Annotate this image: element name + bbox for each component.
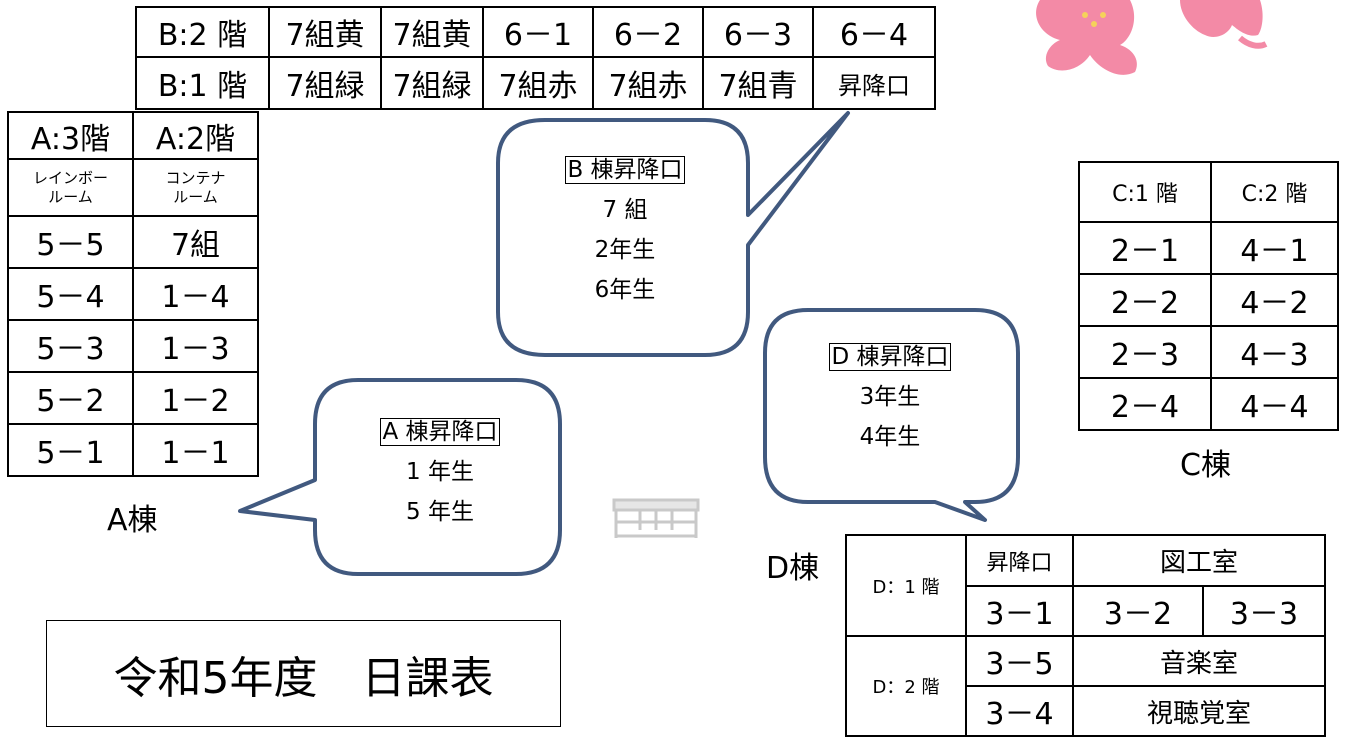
d-floor2-label: D：2 階 [845, 635, 967, 737]
bubble-b-text: B 棟昇降口 7 組 2年生 6年生 [530, 150, 720, 310]
bubble-b-shape [496, 111, 850, 357]
b-cell: 7組緑 [268, 56, 382, 110]
building-c-table: C:1 階 C:2 階 2－1 4－1 2－2 4－2 2－3 4－3 2－4 … [1078, 161, 1339, 431]
c-header-row: C:1 階 C:2 階 [1078, 161, 1339, 223]
c-cell: 4－2 [1210, 273, 1339, 327]
d-cell: 3－3 [1202, 585, 1326, 637]
building-d-label: D棟 [766, 551, 820, 586]
bubble-b-title: B 棟昇降口 [565, 156, 685, 184]
b-floor2-label: B:2 階 [135, 6, 270, 58]
bubble-a-title: A 棟昇降口 [380, 418, 500, 446]
d-floor1-label: D：1 階 [845, 534, 967, 637]
bubble-a-shape [238, 378, 562, 576]
table-row: 3－4 視聴覚室 [846, 685, 1326, 737]
building-d-table: D：1 階 昇降口 図工室 3－1 3－2 3－3 D：2 階 3－5 音楽室 … [845, 534, 1326, 737]
building-a-label: A棟 [107, 503, 158, 538]
table-row: 5－2 1－2 [7, 371, 259, 425]
d-entrance-cell: 昇降口 [965, 534, 1074, 587]
c-cell: 4－1 [1210, 221, 1339, 275]
b-cell: 7組赤 [482, 56, 594, 110]
bubble-d-title: D 棟昇降口 [829, 343, 951, 371]
b-cell: 7組黄 [380, 6, 484, 58]
a-cell: 5－4 [7, 267, 134, 321]
bubble-b-line: 2年生 [594, 237, 656, 263]
table-row: 5－5 7組 [7, 215, 259, 269]
table-row: D：2 階 3－5 音楽室 [845, 635, 1326, 737]
table-row: 2－1 4－1 [1078, 221, 1339, 275]
b-floor1-label: B:1 階 [135, 56, 270, 110]
d-cell: 3－2 [1072, 585, 1204, 637]
bubble-d-shape [763, 308, 1020, 522]
c-cell: 2－2 [1078, 273, 1212, 327]
building-b-table: B:2 階 7組黄 7組黄 6－1 6－2 6－3 6－4 B:1 階 7組緑 … [135, 6, 936, 110]
d-cell: 3－1 [965, 585, 1074, 637]
b-floor1-row: B:1 階 7組緑 7組緑 7組赤 7組赤 7組青 昇降口 [135, 56, 936, 110]
bubble-b-line: 6年生 [594, 277, 656, 303]
b-cell: 7組青 [702, 56, 814, 110]
a-floor3-header: A:3階 [7, 111, 134, 160]
b-floor2-row: B:2 階 7組黄 7組黄 6－1 6－2 6－3 6－4 [135, 6, 936, 58]
building-a-table: A:3階 A:2階 レインボー ルーム コンテナ ルーム 5－5 7組 5－4 … [7, 111, 259, 477]
a-cell: 5－3 [7, 319, 134, 373]
a-cell: 1－2 [132, 371, 259, 425]
table-row: D：1 階 昇降口 図工室 [845, 534, 1326, 637]
a-cell: 5－1 [7, 423, 134, 477]
c-cell: 4－3 [1210, 325, 1339, 379]
container-room-label: コンテナ ルーム [132, 158, 259, 217]
bubble-b-line: 7 組 [602, 197, 648, 223]
a-cell: 5－2 [7, 371, 134, 425]
a-header-row: A:3階 A:2階 [7, 111, 259, 160]
bubble-d-text: D 棟昇降口 3年生 4年生 [795, 337, 985, 457]
c-cell: 2－4 [1078, 377, 1212, 431]
a-cell: 7組 [132, 215, 259, 269]
a-cell: 5－5 [7, 215, 134, 269]
a-floor2-header: A:2階 [132, 111, 259, 160]
bubble-a-text: A 棟昇降口 1 年生 5 年生 [345, 412, 535, 532]
bubble-d-line: 3年生 [859, 384, 921, 410]
a-room-row: レインボー ルーム コンテナ ルーム [7, 158, 259, 217]
table-row: 5－4 1－4 [7, 267, 259, 321]
bubble-a-line: 5 年生 [406, 499, 474, 525]
c-floor1-header: C:1 階 [1078, 161, 1212, 223]
bench-icon [612, 498, 700, 538]
b-cell: 6－1 [482, 6, 594, 58]
table-row: 5－3 1－3 [7, 319, 259, 373]
d-cell: 3－4 [965, 685, 1074, 737]
a-cell: 1－3 [132, 319, 259, 373]
c-cell: 4－4 [1210, 377, 1339, 431]
b-cell: 6－3 [702, 6, 814, 58]
rainbow-room-label: レインボー ルーム [7, 158, 134, 217]
page-title-text: 令和5年度 日課表 [113, 652, 494, 704]
a-cell: 1－1 [132, 423, 259, 477]
table-row: 2－4 4－4 [1078, 377, 1339, 431]
a-cell: 1－4 [132, 267, 259, 321]
b-cell: 7組赤 [592, 56, 704, 110]
cherry-blossom-icon [1036, 0, 1268, 75]
table-row: 3－1 3－2 3－3 [846, 585, 1326, 637]
table-row: 2－2 4－2 [1078, 273, 1339, 327]
b-cell: 6－4 [812, 6, 936, 58]
b-cell: 7組黄 [268, 6, 382, 58]
c-cell: 2－1 [1078, 221, 1212, 275]
b-cell: 7組緑 [380, 56, 484, 110]
page-title: 令和5年度 日課表 [46, 620, 561, 727]
av-room-cell: 視聴覚室 [1072, 685, 1326, 737]
c-floor2-header: C:2 階 [1210, 161, 1339, 223]
d-cell: 3－5 [965, 635, 1074, 687]
b-cell: 6－2 [592, 6, 704, 58]
table-row: 5－1 1－1 [7, 423, 259, 477]
bubble-a-line: 1 年生 [406, 459, 474, 485]
bubble-d-line: 4年生 [859, 424, 921, 450]
c-cell: 2－3 [1078, 325, 1212, 379]
table-row: 2－3 4－3 [1078, 325, 1339, 379]
music-room-cell: 音楽室 [1072, 635, 1326, 687]
b-entrance-cell: 昇降口 [812, 56, 936, 110]
building-c-label: C棟 [1180, 448, 1231, 483]
art-room-cell: 図工室 [1072, 534, 1326, 587]
